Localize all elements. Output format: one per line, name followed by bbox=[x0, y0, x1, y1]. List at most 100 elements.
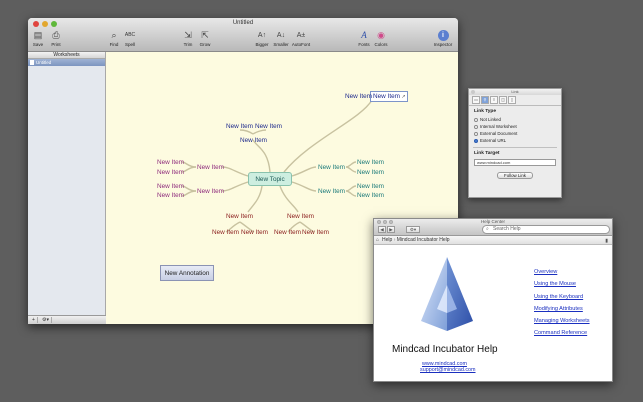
map-node[interactable]: New Item bbox=[241, 229, 268, 236]
map-node[interactable]: New Item bbox=[157, 159, 184, 166]
help-heading: Mindcad Incubator Help bbox=[392, 344, 498, 355]
find-icon: ⌕ bbox=[111, 30, 117, 40]
zoom-button[interactable] bbox=[389, 220, 393, 224]
map-node[interactable]: New Item bbox=[226, 213, 253, 220]
map-node[interactable]: New Item bbox=[318, 188, 345, 195]
help-topic-link[interactable]: Modifying Attributes bbox=[534, 306, 583, 312]
map-node[interactable]: New Item bbox=[345, 93, 372, 100]
help-content: Mindcad Incubator Help www.mindcad.com s… bbox=[374, 245, 612, 381]
close-button[interactable] bbox=[377, 220, 381, 224]
annotation-box[interactable]: New Annotation bbox=[160, 265, 214, 281]
map-node[interactable]: New Item bbox=[212, 229, 239, 236]
colors-icon: ◉ bbox=[377, 30, 385, 40]
save-icon: ▤ bbox=[33, 30, 43, 40]
find-button[interactable]: ⌕Find bbox=[109, 30, 119, 47]
forward-button[interactable]: ▶ bbox=[387, 226, 395, 233]
spell-icon: ABC bbox=[124, 32, 136, 38]
map-node[interactable]: New Item bbox=[302, 229, 329, 236]
action-menu-button[interactable]: ⚙▾ bbox=[406, 226, 420, 233]
map-node[interactable]: New Item bbox=[157, 183, 184, 190]
add-worksheet-button[interactable]: + bbox=[30, 317, 38, 323]
website-link[interactable]: www.mindcad.com bbox=[422, 361, 467, 367]
fonts-icon: A bbox=[361, 30, 367, 40]
window-controls bbox=[33, 21, 57, 27]
minimize-button[interactable] bbox=[42, 21, 48, 27]
search-help-field[interactable]: ⌕Search Help bbox=[482, 225, 610, 234]
tab-icon[interactable]: ◫ bbox=[499, 96, 507, 104]
inspector-icon: i bbox=[437, 30, 449, 41]
radio-not-linked[interactable]: Not Linked bbox=[469, 116, 561, 123]
help-topic-link[interactable]: Overview bbox=[534, 269, 558, 275]
colors-button[interactable]: ◉Colors bbox=[374, 30, 388, 47]
minimize-button[interactable] bbox=[383, 220, 387, 224]
link-target-heading: Link Target bbox=[474, 151, 500, 156]
window-title: Untitled bbox=[232, 20, 254, 26]
home-icon[interactable]: ⌂ bbox=[376, 237, 380, 243]
trim-icon: ⇲ bbox=[184, 30, 192, 40]
bookmark-icon[interactable]: ▮ bbox=[605, 238, 608, 244]
follow-link-button[interactable]: Follow Link bbox=[497, 172, 533, 179]
map-node[interactable]: New Item bbox=[255, 123, 282, 130]
worksheets-sidebar: Worksheets Untitled + ⚙▾ bbox=[28, 52, 106, 324]
close-icon[interactable] bbox=[471, 90, 475, 94]
map-node[interactable]: New Item bbox=[318, 164, 345, 171]
map-node[interactable]: New Item bbox=[157, 169, 184, 176]
save-button[interactable]: ▤Save bbox=[32, 30, 44, 47]
map-node[interactable]: New Item bbox=[287, 213, 314, 220]
map-node[interactable]: New Item bbox=[357, 169, 384, 176]
worksheet-action-menu[interactable]: ⚙▾ bbox=[40, 317, 52, 323]
help-topic-link[interactable]: Command Reference bbox=[534, 330, 588, 336]
history-nav: ◀ ▶ bbox=[378, 226, 395, 233]
link-type-heading: Link Type bbox=[474, 109, 497, 114]
help-topic-link[interactable]: Managing Worksheets bbox=[534, 318, 590, 324]
map-node[interactable]: New Item bbox=[197, 188, 224, 195]
breadcrumb: ⌂ Help › Mindcad Incubator Help ▮ bbox=[374, 236, 612, 245]
trim-button[interactable]: ⇲Trim bbox=[183, 30, 193, 47]
radio-external-document[interactable]: External Document bbox=[469, 130, 561, 137]
breadcrumb-separator: › bbox=[393, 237, 397, 243]
tab-icon[interactable]: ≡ bbox=[490, 96, 498, 104]
print-icon: ⎙ bbox=[52, 30, 60, 40]
help-topic-link[interactable]: Using the Mouse bbox=[534, 281, 576, 287]
link-target-field[interactable]: www.mindcad.com bbox=[474, 159, 556, 166]
zoom-button[interactable] bbox=[51, 21, 57, 27]
email-link[interactable]: support@mindcad.com bbox=[420, 367, 476, 373]
help-title-bar: Help Center ◀ ▶ ⚙▾ ⌕Search Help bbox=[374, 219, 612, 236]
print-button[interactable]: ⎙Print bbox=[51, 30, 61, 47]
bigger-icon: A↑ bbox=[257, 32, 267, 39]
help-topic-link[interactable]: Using the Keyboard bbox=[534, 294, 584, 300]
close-button[interactable] bbox=[33, 21, 39, 27]
map-node[interactable]: New Item bbox=[240, 137, 267, 144]
smaller-button[interactable]: A↓Smaller bbox=[273, 32, 289, 47]
help-center-window: Help Center ◀ ▶ ⚙▾ ⌕Search Help ⌂ Help ›… bbox=[373, 218, 613, 382]
worksheet-item[interactable]: Untitled bbox=[28, 59, 105, 66]
map-node[interactable]: New Item bbox=[357, 192, 384, 199]
editing-node[interactable]: New Item ↗ bbox=[370, 91, 408, 102]
map-node[interactable]: New Item bbox=[357, 183, 384, 190]
map-node[interactable]: New Item bbox=[157, 192, 184, 199]
help-window-title: Help Center bbox=[480, 219, 505, 224]
map-node[interactable]: New Item bbox=[197, 164, 224, 171]
central-topic[interactable]: New Topic bbox=[248, 172, 292, 186]
link-arrow-icon: ↗ bbox=[400, 94, 406, 100]
autofont-icon: A± bbox=[296, 32, 306, 39]
map-node[interactable]: New Item bbox=[274, 229, 301, 236]
radio-external-url[interactable]: External URL bbox=[469, 137, 561, 144]
search-icon: ⌕ bbox=[486, 226, 489, 232]
map-node[interactable]: New Item bbox=[226, 123, 253, 130]
breadcrumb-home[interactable]: Help bbox=[382, 237, 393, 243]
tab-icon[interactable]: ▭ bbox=[472, 96, 480, 104]
grow-button[interactable]: ⇱Grow bbox=[199, 30, 211, 47]
smaller-icon: A↓ bbox=[276, 32, 286, 39]
back-button[interactable]: ◀ bbox=[378, 226, 386, 233]
bigger-button[interactable]: A↑Bigger bbox=[255, 32, 269, 47]
map-node[interactable]: New Item bbox=[357, 159, 384, 166]
autofont-button[interactable]: A±AutoFont bbox=[291, 32, 311, 47]
radio-internal-worksheet[interactable]: Internal Worksheet bbox=[469, 123, 561, 130]
tab-icon[interactable]: ▯ bbox=[508, 96, 516, 104]
link-tab-icon[interactable]: ⚲ bbox=[481, 96, 489, 104]
worksheets-header: Worksheets bbox=[28, 52, 105, 59]
